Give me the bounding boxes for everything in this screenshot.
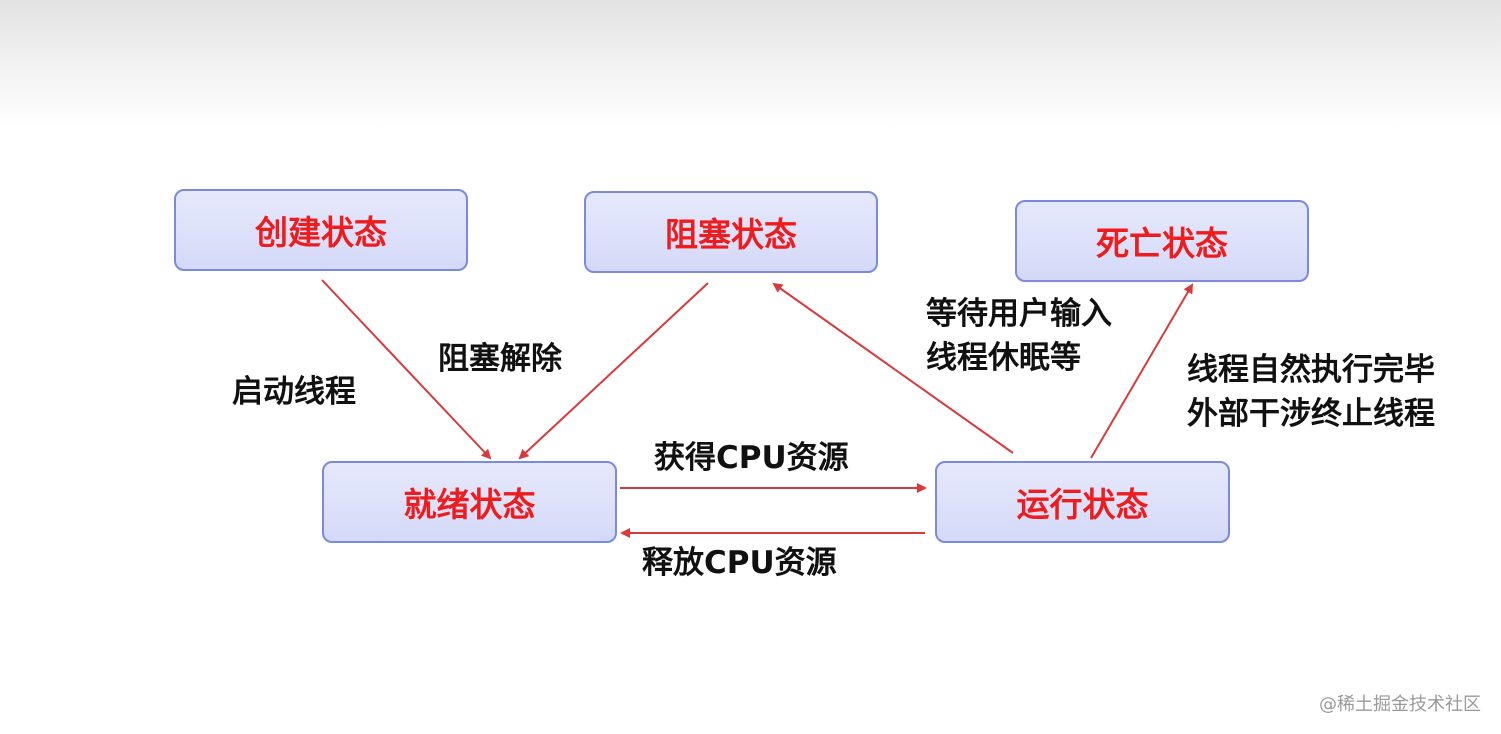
state-blocked-label: 阻塞状态 [665,215,797,254]
state-ready-label: 就绪状态 [403,485,536,524]
state-create: 创建状态 [174,189,468,271]
state-dead: 死亡状态 [1015,200,1309,282]
label-get-cpu: 获得CPU资源 [654,440,849,476]
arrow-create-to-ready [321,279,492,460]
label-start-thread: 启动线程 [232,374,356,410]
arrow-running-to-blocked [772,282,1014,454]
state-running-label: 运行状态 [1016,485,1149,524]
state-create-label: 创建状态 [255,213,387,252]
state-dead-label: 死亡状态 [1096,224,1228,263]
arrow-running-to-dead [1090,283,1194,459]
label-finish-line2: 外部干涉终止线程 [1187,396,1435,432]
label-wait-line2: 线程休眠等 [926,340,1081,376]
label-release-cpu: 释放CPU资源 [642,545,837,581]
state-blocked: 阻塞状态 [584,191,878,273]
state-running: 运行状态 [935,461,1230,543]
watermark: @稀土掘金技术社区 [1319,694,1481,715]
state-ready: 就绪状态 [322,461,617,543]
label-unblock: 阻塞解除 [438,341,562,377]
label-finish-line1: 线程自然执行完毕 [1187,352,1435,388]
label-wait-line1: 等待用户输入 [926,296,1112,332]
arrow-blocked-to-ready [518,282,709,460]
